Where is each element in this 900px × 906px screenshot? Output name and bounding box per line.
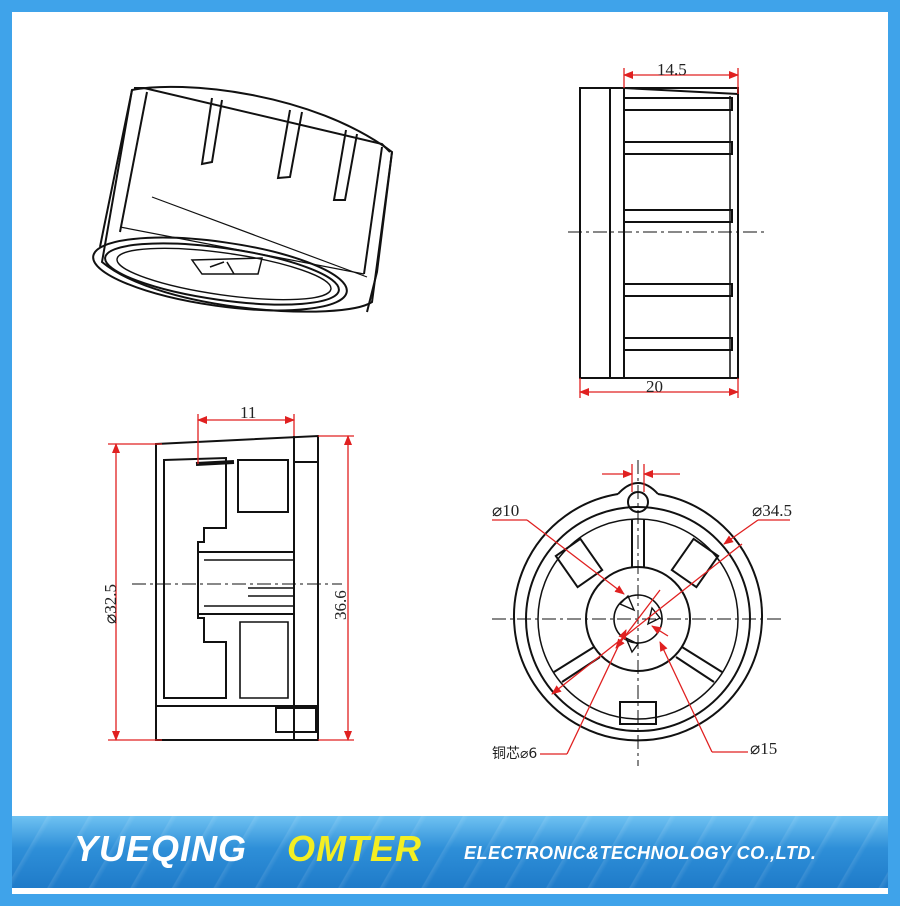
dia-10-label: ⌀10	[492, 501, 519, 520]
section-right-dim: 36.6	[331, 590, 350, 620]
side-bottom-dim: 20	[646, 377, 663, 396]
section-view: 11 ⌀32.5 36.6	[101, 403, 354, 741]
side-view: 14.5 20	[568, 60, 764, 398]
company-name-yueqing: YUEQING	[74, 828, 248, 869]
section-left-dim: ⌀32.5	[101, 584, 120, 624]
bottom-view: ⌀10 ⌀34.5 ⌀15 铜芯⌀6	[492, 460, 792, 766]
section-top-dim: 11	[240, 403, 256, 422]
dia-34-5-label: ⌀34.5	[752, 501, 792, 520]
company-banner: YUEQING OMTER ELECTRONIC&TECHNOLOGY CO.,…	[12, 816, 888, 888]
dia-15-label: ⌀15	[750, 739, 777, 758]
company-name-omter: OMTER	[287, 828, 422, 869]
technical-drawing: 14.5 20 11	[92, 60, 792, 766]
isometric-view	[92, 85, 394, 313]
company-name-rest: ELECTRONIC&TECHNOLOGY CO.,LTD.	[464, 843, 817, 863]
side-top-dim: 14.5	[657, 60, 687, 79]
copper-core-label: 铜芯⌀6	[492, 746, 537, 762]
